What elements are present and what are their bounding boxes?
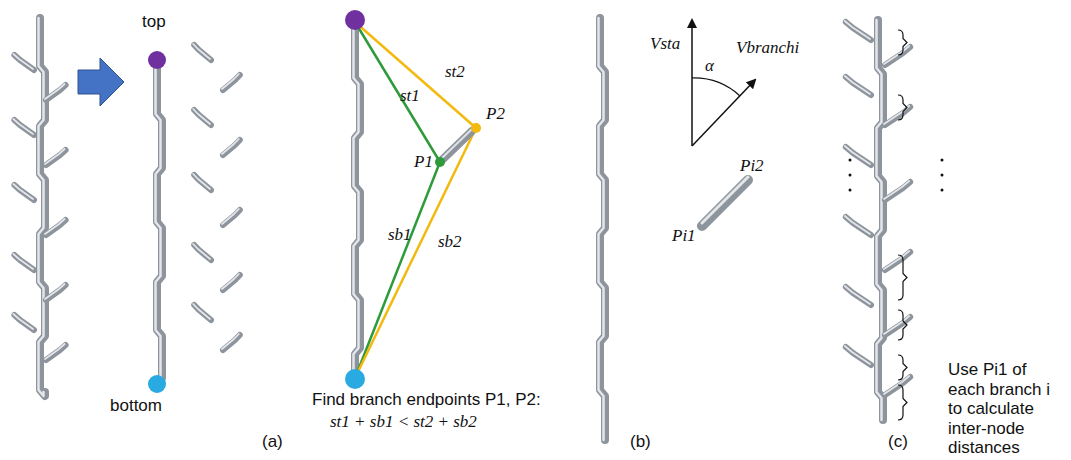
label: sb1 — [388, 225, 412, 245]
label: top — [142, 12, 166, 32]
label: bottom — [110, 396, 162, 416]
label: st2 — [445, 62, 465, 82]
label: P1 — [414, 152, 433, 172]
label: Vsta — [650, 34, 680, 54]
label: (c) — [888, 432, 908, 452]
label: Pi2 — [740, 156, 764, 176]
label: Find branch endpoints P1, P2: — [312, 390, 541, 410]
label: Pi1 — [672, 226, 696, 246]
label: (b) — [630, 432, 651, 452]
label: P2 — [486, 104, 505, 124]
label: sb2 — [438, 232, 462, 252]
label: st1 — [400, 86, 420, 106]
transform-arrow — [78, 58, 124, 106]
label: Vbranchi — [736, 38, 799, 58]
label: st1 + sb1 < st2 + sb2 — [330, 412, 477, 432]
label: Use Pi1 of each branch i to calculate in… — [948, 360, 1066, 458]
label: (a) — [262, 432, 283, 452]
label: α — [705, 56, 714, 76]
